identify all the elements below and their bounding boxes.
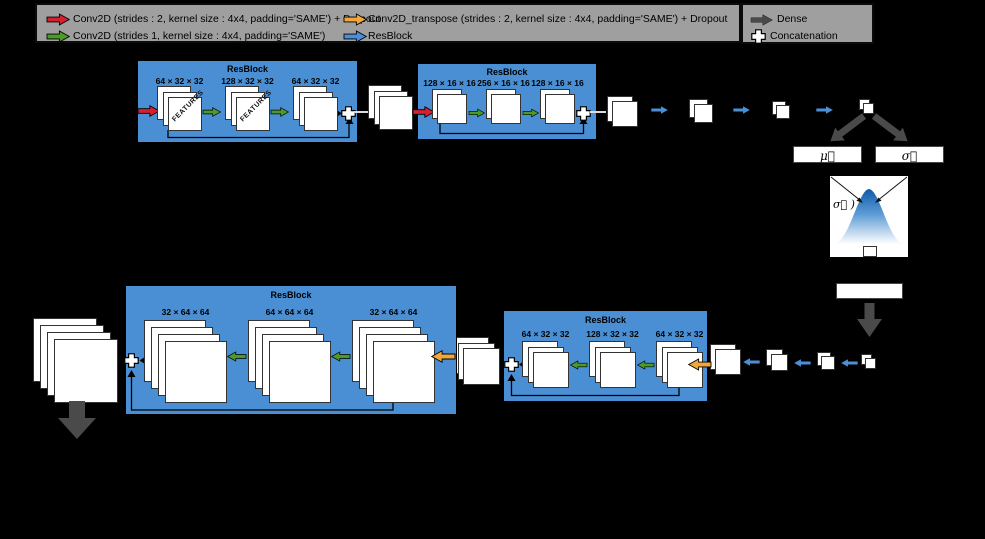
feature-sheet — [168, 97, 202, 131]
resblock-title: ResBlock — [486, 67, 528, 77]
mu-vector-box: μ⃗ — [793, 146, 862, 163]
feature-sheet — [612, 101, 638, 127]
dense-down-arrow-icon — [857, 303, 882, 337]
dim-label: 128 × 16 × 16 — [531, 78, 584, 88]
feature-sheet — [269, 341, 331, 403]
dim-label: 32 × 64 × 64 — [369, 307, 418, 317]
dense-down-arrow-icon — [58, 401, 96, 439]
conv2d-strided-arrow-icon — [412, 106, 436, 118]
conv2d-transpose-arrow-icon — [343, 13, 368, 26]
sigma-label: σ⃗ — [901, 149, 918, 163]
conv2d-arrow-icon — [226, 351, 247, 362]
feature-sheet — [545, 94, 575, 124]
concatenation-icon — [341, 106, 356, 121]
conv2d-arrow-icon — [636, 360, 655, 370]
legend-secondary: Dense Concatenation — [741, 3, 874, 44]
dense-arrow-to-mu-icon — [830, 113, 867, 142]
feature-sheet — [533, 352, 569, 388]
feature-sheet — [491, 94, 521, 124]
dim-label: 64 × 64 × 64 — [265, 307, 314, 317]
legend-label-conv2d-transpose: Conv2D_transpose (strides : 2, kernel si… — [368, 13, 728, 25]
connector-line — [354, 111, 368, 113]
conv2d-arrow-icon — [522, 108, 539, 118]
feature-sheet — [770, 353, 788, 371]
dense-arrow-to-sigma-icon — [871, 113, 908, 142]
feature-sheet — [600, 352, 636, 388]
latent-z-vector-box — [836, 283, 903, 299]
feature-sheet — [304, 97, 338, 131]
resblock-arrow-icon — [732, 105, 752, 115]
conv2d-strided-arrow-icon — [137, 105, 161, 117]
decoder-resblock-large: ResBlock 32 × 64 × 64 64 × 64 × 64 32 × … — [124, 285, 457, 415]
conv2d-arrow-icon — [330, 351, 351, 362]
conv2d-strided-arrow-icon — [46, 13, 71, 26]
mu-label: μ⃗ — [820, 149, 835, 163]
conv2d-arrow-icon — [569, 360, 588, 370]
feature-sheet — [373, 341, 435, 403]
dim-label: 128 × 32 × 32 — [221, 76, 274, 86]
resblock-title: ResBlock — [270, 290, 312, 300]
conv2d-arrow-icon — [270, 107, 289, 117]
feature-sheet — [776, 105, 790, 119]
decoder-resblock-small: ResBlock 64 × 32 × 32 128 × 32 × 32 64 ×… — [503, 310, 712, 402]
dense-arrows-to-latent — [830, 113, 908, 142]
conv2d-transpose-arrow-icon — [430, 349, 456, 364]
concatenation-icon — [504, 357, 519, 372]
feature-sheet — [379, 96, 413, 130]
concatenation-icon — [124, 353, 139, 368]
encoder-resblock-2: ResBlock 128 × 16 × 16 256 × 16 × 16 128… — [412, 63, 597, 140]
feature-sheet — [236, 97, 270, 131]
sigma-vector-box: σ⃗ — [875, 146, 944, 163]
dim-label: 256 × 16 × 16 — [477, 78, 530, 88]
feature-sheet — [54, 339, 118, 403]
legend-label-conv2d: Conv2D (strides 1, kernel size : 4x4, pa… — [73, 30, 326, 42]
legend-label-conv2d-strided: Conv2D (strides : 2, kernel size : 4x4, … — [73, 13, 381, 25]
dim-label: 64 × 32 × 32 — [521, 329, 570, 339]
feature-sheet — [821, 356, 835, 370]
legend-label-dense: Dense — [777, 13, 808, 25]
dim-label: 128 × 16 × 16 — [423, 78, 476, 88]
gaussian-curve — [830, 176, 908, 244]
resblock-arrow-icon — [650, 105, 670, 115]
feature-sheet — [667, 352, 703, 388]
resblock-title: ResBlock — [226, 64, 269, 74]
dense-arrow-icon — [750, 14, 773, 26]
conv2d-arrow-icon — [202, 107, 221, 117]
resblock-arrow-icon — [792, 358, 812, 368]
legend-label-concatenation: Concatenation — [770, 30, 838, 42]
resblock-arrow-icon — [839, 358, 859, 368]
dim-label: 64 × 32 × 32 — [155, 76, 204, 86]
concatenation-icon — [576, 106, 591, 121]
feature-sheet — [693, 103, 713, 123]
dim-label: 64 × 32 × 32 — [655, 329, 704, 339]
resblock-title: ResBlock — [584, 315, 627, 325]
concatenation-icon — [751, 29, 766, 44]
encoder-resblock-1: ResBlock 64 × 32 × 32 128 × 32 × 32 64 ×… — [137, 60, 358, 143]
connector-line — [590, 111, 606, 113]
resblock-arrow-icon — [741, 357, 761, 367]
feature-sheet — [165, 341, 227, 403]
dim-label: 128 × 32 × 32 — [586, 329, 639, 339]
gaussian-sigma-label: σ⃗ ) — [833, 198, 855, 211]
feature-sheet — [715, 349, 741, 375]
resblock-arrow-icon — [815, 105, 835, 115]
legend-main: Conv2D (strides : 2, kernel size : 4x4, … — [35, 3, 741, 43]
feature-sheet — [437, 94, 467, 124]
conv2d-arrow-icon — [468, 108, 485, 118]
feature-sheet — [463, 348, 500, 385]
conv2d-transpose-arrow-icon — [687, 358, 712, 371]
legend-label-resblock: ResBlock — [368, 30, 413, 42]
feature-sheet — [863, 103, 874, 114]
gaussian-sampling-box: σ⃗ ) — [830, 176, 908, 257]
feature-sheet — [865, 358, 876, 369]
dim-label: 32 × 64 × 64 — [161, 307, 210, 317]
resblock-arrow-icon — [343, 30, 368, 43]
dim-label: 64 × 32 × 32 — [291, 76, 340, 86]
conv2d-arrow-icon — [46, 30, 71, 43]
sample-marker-box — [863, 246, 877, 257]
